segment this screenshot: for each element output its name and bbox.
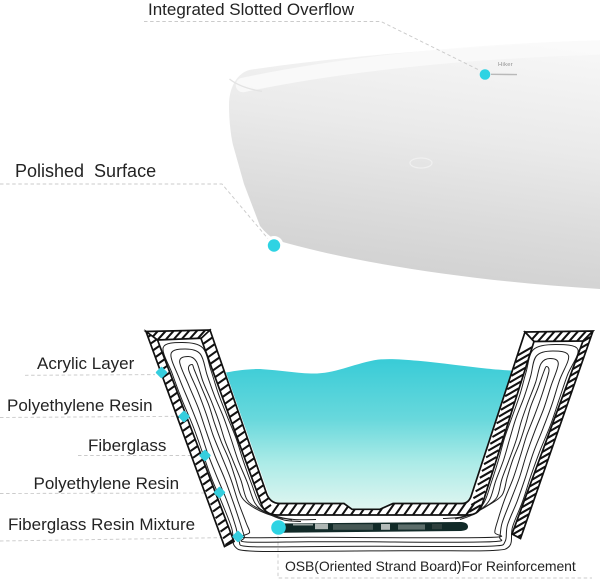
svg-text:Hiker: Hiker (498, 62, 513, 68)
